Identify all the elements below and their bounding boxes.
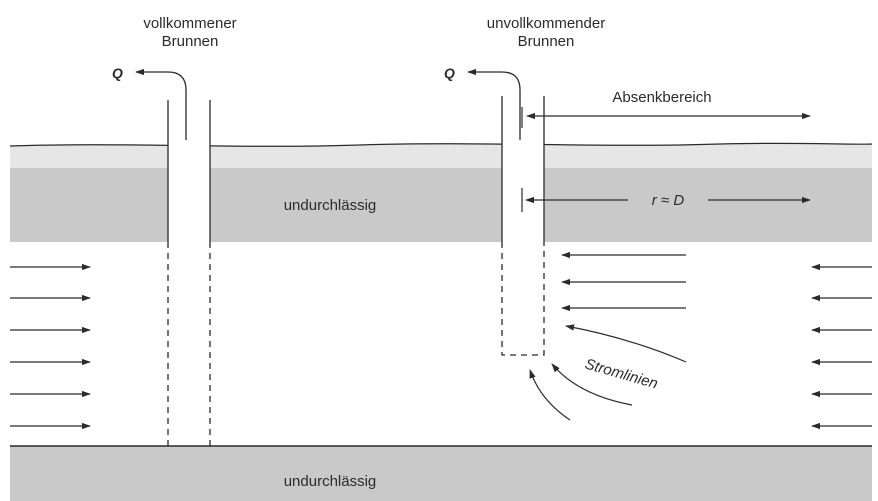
lower-impermeable-label: undurchlässig [284, 473, 377, 490]
incomplete-well-pipe [467, 68, 521, 140]
complete-well-flow-label: Q [112, 65, 123, 81]
complete-well-casing-gap [168, 100, 210, 245]
incomplete-well-casing-gap [502, 96, 544, 246]
streamlines-label: Stromlinien [583, 356, 660, 393]
incomplete-well [467, 68, 545, 356]
radius-label: r ≈ D [652, 192, 685, 209]
complete-well-title-line2: Brunnen [162, 33, 219, 50]
surface-band [10, 143, 872, 168]
incomplete-well-title-line1: unvollkommender [487, 15, 605, 32]
ground-surface-line [9, 142, 873, 147]
complete-well [135, 68, 211, 446]
lower-impermeable-layer [10, 446, 872, 501]
upper-impermeable-label: undurchlässig [284, 197, 377, 214]
complete-well-title-line1: vollkommener [143, 15, 236, 32]
incomplete-well-title-line2: Brunnen [518, 33, 575, 50]
streamline-arrow [551, 363, 633, 406]
streamline-arrow [529, 369, 571, 421]
incomplete-well-flow-label: Q [444, 65, 455, 81]
complete-well-pipe [135, 68, 187, 140]
incomplete-well-screen [501, 242, 545, 356]
streamline-arrow [565, 324, 687, 363]
upper-impermeable-layer [10, 168, 872, 242]
right-inflow-arrows [811, 263, 872, 430]
drawdown-range-label: Absenkbereich [612, 89, 711, 106]
left-inflow-arrows [10, 263, 91, 430]
streamlines [529, 251, 687, 421]
